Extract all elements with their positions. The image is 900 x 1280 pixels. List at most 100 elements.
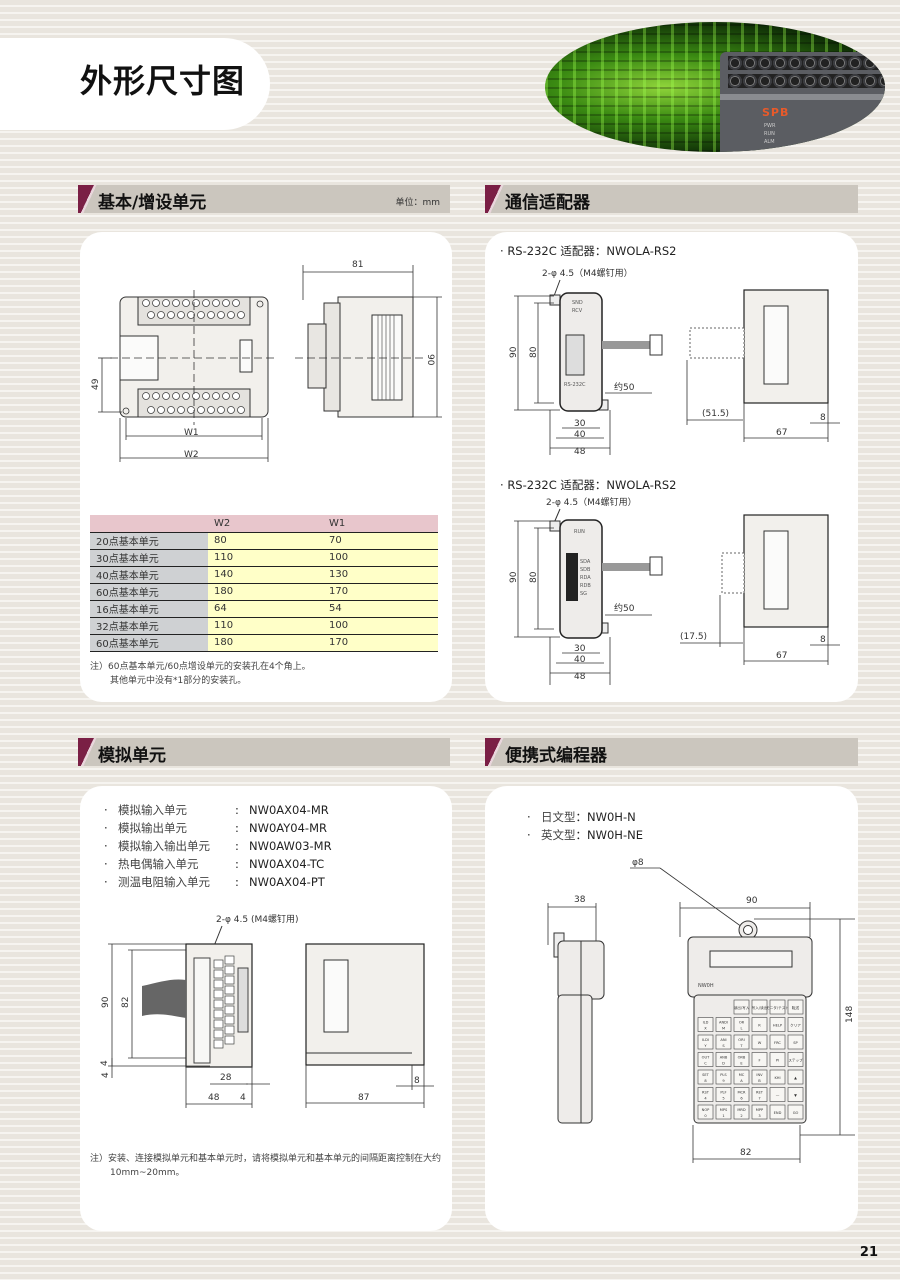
svg-text:2-φ 4.5 (M4螺钉用): 2-φ 4.5 (M4螺钉用) [216,914,298,925]
svg-text:RDB: RDB [580,583,591,589]
keypad-key-label: PLF [720,1091,726,1095]
keypad-key-label: FRC [774,1041,781,1045]
keypad-key-label: 1 [722,1114,724,1118]
svg-text:约50: 约50 [614,602,635,614]
keypad-key-label: ▲ [794,1076,797,1080]
keypad-key-label: MPS [720,1108,728,1112]
hero-logo: SPB [762,106,790,119]
page-title-background [0,38,270,130]
keypad-key-label: 写入/读出 [752,1005,768,1010]
keypad-key [751,999,768,1015]
svg-text:48: 48 [574,447,586,457]
dim-81: 81 [352,260,363,270]
svg-text:40: 40 [574,430,586,440]
keypad-key-label: Y [704,1044,707,1048]
svg-text:RUN: RUN [574,529,585,535]
keypad-key-label: ORI [738,1038,744,1042]
keypad-key [697,1052,714,1067]
keypad-key-label: ANB [720,1056,728,1060]
table-header: W1 [323,515,438,532]
keypad-key [787,1104,804,1120]
list-item: ·测温电阻输入单元:NW0AX04-PT [104,875,325,889]
keypad-key-label: ANI [720,1038,726,1042]
keypad-key-label: ステップ [788,1058,803,1063]
analog-note: 注）安装、连接模拟单元和基本单元时，请将模拟单元和基本单元的间隔距离控制在大约 … [90,1154,442,1178]
keypad-key [751,1034,768,1050]
keypad-key [715,1034,732,1050]
svg-text:SDB: SDB [580,567,591,573]
svg-text:48: 48 [574,672,586,682]
keypad-key [769,1104,786,1120]
keypad-key [787,999,804,1015]
dim-49: 49 [91,378,101,390]
list-item: ·模拟输入输出单元:NW0AW03-MR [104,839,332,853]
keypad-key [787,1087,804,1102]
keypad-key-label: 8 [704,1079,707,1083]
keypad-key [697,1034,714,1050]
keypad-key-label: X [704,1027,707,1031]
terminal-screws-bottom [142,392,245,414]
list-item: ·英文型：NW0H-NE [527,828,643,842]
keypad-key-label: E [740,1062,743,1066]
keypad-key-label: MRD [737,1108,746,1112]
svg-text:30: 30 [574,644,586,654]
keypad-key-label: ORB [738,1056,746,1060]
keypad-key-label: MCR [737,1091,746,1095]
keypad-key [697,1017,714,1032]
keypad-key-label: OUT [702,1056,710,1060]
unit-label: 单位：mm [395,198,440,208]
svg-text:RCV: RCV [572,308,583,314]
keypad-key [769,1069,786,1085]
terminal-screws-top [142,299,245,319]
svg-text:90: 90 [101,996,111,1008]
svg-text:φ8: φ8 [632,858,644,868]
keypad-key-label: SP [793,1041,798,1045]
keypad-key-label: T [739,1044,743,1048]
svg-text:48: 48 [208,1093,220,1103]
keypad-key-label: 9 [722,1079,725,1083]
keypad-key-label: GO [793,1111,799,1115]
keypad-key-label: S [722,1044,725,1048]
keypad-key-label: MC [739,1073,745,1077]
keypad-key [715,1052,732,1067]
keypad-key-label: NOP [702,1108,711,1112]
svg-text:67: 67 [776,428,787,438]
keypad-key-label: 0 [704,1114,707,1118]
svg-text:RDA: RDA [580,575,591,581]
svg-text:RS-232C: RS-232C [564,382,586,388]
table-header [90,515,208,532]
keypad-key [697,1104,714,1120]
keypad-key-label: MPP [756,1108,764,1112]
keypad-key [769,1052,786,1067]
keypad-key-label: F [758,1059,760,1063]
keypad-key-label: — [776,1094,780,1098]
svg-text:SG: SG [580,591,587,597]
analog-unit-drawing: 2-φ 4.5 (M4螺钉用) 90 82 4 4 28 48 4 87 8 [100,914,434,1108]
keypad-key-label: L [740,1027,742,1031]
keypad-key-label: 读出/写入 [734,1005,750,1010]
keypad-key [751,1052,768,1067]
svg-text:82: 82 [121,997,131,1008]
svg-text:148: 148 [845,1006,855,1023]
keypad-key-label: 7 [758,1097,760,1101]
keypad-key-label: 4 [704,1097,707,1101]
programmer-drawing: 38 φ8 90 148 82 NW0H 读出/写入写入/读出モニタ/テスト転送… [547,858,855,1163]
keypad-key [715,1017,732,1032]
keypad-key [769,999,786,1015]
keypad-key-label: SET [702,1073,710,1077]
svg-text:82: 82 [740,1148,751,1158]
svg-text:4: 4 [100,1060,110,1066]
svg-text:SDA: SDA [580,559,591,565]
keypad-key-label: C [704,1062,707,1066]
section-title: 基本/增设单元 [98,193,207,213]
page-title: 外形尺寸图 [80,62,246,100]
keypad-key-label: D [722,1062,725,1066]
keypad-key-label: B [758,1079,761,1083]
keypad-key-label: W [758,1041,762,1045]
